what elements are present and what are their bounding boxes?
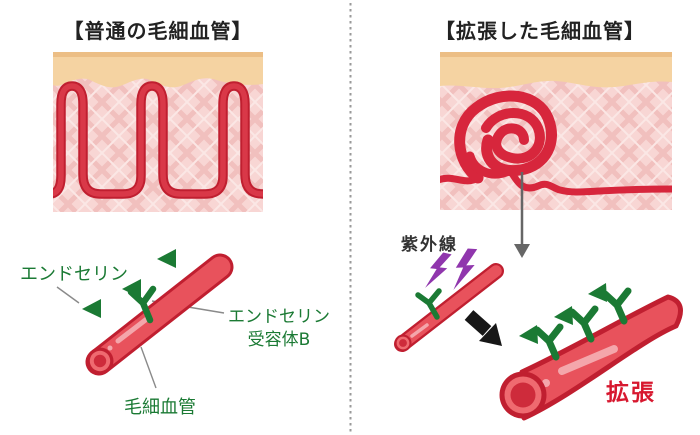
receptor-y-icon: [127, 285, 157, 324]
receptor-y-icon: [533, 323, 564, 361]
uv-label: 紫外線: [401, 235, 458, 255]
cause-arrow-icon: [464, 310, 502, 346]
dilated-capillary-tangle: [440, 90, 672, 196]
endothelin-molecule-icon: [588, 283, 607, 302]
skin-surface-top-strip: [53, 52, 263, 57]
endothelin-molecule-icon: [519, 325, 538, 344]
skin-surface: [53, 52, 263, 88]
endothelin-molecule-icon: [157, 249, 176, 268]
endothelin-molecule-icon: [82, 299, 101, 318]
left-skin-panel: [53, 52, 263, 212]
endothelin-molecule-icon: [122, 279, 141, 298]
receptor-y-icon: [601, 287, 632, 325]
normal-capillary-diagram: [56, 249, 234, 389]
right-panel-title: 【拡張した毛細血管】: [435, 19, 645, 43]
dilated-capillary-diagram: [394, 248, 683, 421]
skin-surface: [440, 52, 672, 89]
pointer-line: [140, 346, 157, 389]
small-capillary-tube: [394, 263, 504, 352]
zoom-pointer-icon: [514, 172, 530, 258]
right-skin-panel: [440, 52, 672, 210]
endothelin-label: エンドセリン: [20, 264, 128, 285]
dilation-label: 拡張: [606, 380, 656, 406]
endothelin-molecule-icon: [554, 306, 573, 325]
pointer-line: [56, 286, 80, 304]
receptor-label-line1: エンドセリン: [228, 307, 330, 327]
left-panel-title: 【普通の毛細血管】: [63, 19, 253, 43]
normal-capillary-loops: [53, 81, 263, 199]
uv-lightning-icon: [453, 248, 478, 290]
skin-surface-top-strip: [440, 52, 672, 57]
receptor-y-icon: [415, 288, 442, 320]
receptor-label-line2: 受容体B: [247, 330, 311, 350]
capillary-tube: [85, 253, 234, 376]
receptor-y-icon: [568, 305, 599, 343]
dilated-capillary-tube: [499, 294, 683, 421]
uv-lightning-icon: [425, 252, 452, 288]
capillary-label: 毛細血管: [124, 397, 196, 418]
endothelin-receptor-b-label: エンドセリン 受容体B: [219, 306, 339, 352]
